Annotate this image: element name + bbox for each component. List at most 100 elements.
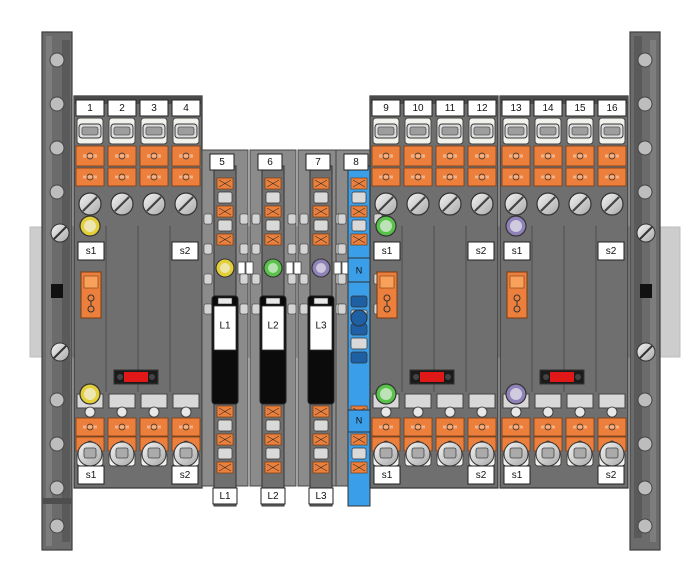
module-9-12-bottom-bracket-1 (404, 393, 432, 409)
module-1-4-bottom-bracket-1 (108, 393, 136, 409)
module-1-4-top-spring-b-1 (107, 167, 137, 187)
label-l3-bottom-box (308, 487, 334, 505)
label-n-top: N (356, 265, 363, 275)
module-13-16-label-s1-top: s1 (512, 246, 523, 257)
module-5-terminal-number-box (209, 153, 235, 171)
module-9-12-bottom-spring-a-0 (371, 417, 401, 437)
left-clamp-holes (49, 52, 65, 534)
module-9-12-label-s1-top: s1 (382, 246, 393, 257)
module-9-12-top-screw-2-icon (438, 192, 462, 216)
module-9-12-top-spring-a-0 (371, 145, 401, 167)
module-5-terminal-number: 5 (219, 157, 225, 168)
module-9-12-label-s2-bottom-box (467, 465, 495, 485)
module-6-terminal-number-box (257, 153, 283, 171)
module-9-12-terminal-number-11-box (435, 99, 465, 117)
module-13-16-top-spring-a-1 (533, 145, 563, 167)
module-13-16-terminal-number-15-box (565, 99, 595, 117)
module-13-16-bottom-bracket-1 (534, 393, 562, 409)
details-layer (75, 99, 627, 505)
module-13-16-top-spring-b-3 (597, 167, 627, 187)
module-9-12-top-spring-b-2 (435, 167, 465, 187)
module-13-16-top-screw-3-icon (600, 192, 624, 216)
module-1-4-top-spring-a-1 (107, 145, 137, 167)
module-9-12-top-spring-b-0 (371, 167, 401, 187)
module-1-4-label-s2-bottom: s2 (180, 470, 191, 481)
module-13-16-top-spring-b-0 (501, 167, 531, 187)
module-1-4-top-screw-0-icon (78, 192, 102, 216)
module-13-16-bottom-spring-a-3 (597, 417, 627, 437)
module-6-terminal-number: 6 (267, 157, 273, 168)
module-1-4-terminal-number-2-box (107, 99, 137, 117)
module-9-12-bottom-spring-a-3 (467, 417, 497, 437)
module-1-4-terminal-number-1: 1 (87, 103, 93, 114)
module-9-12-bottom-bracket-3 (468, 393, 496, 409)
module-1-4-label-s1-top-box (77, 241, 105, 261)
module-13-16-label-s2-top-box (597, 241, 625, 261)
module-1-4-top-spring-a-3 (171, 145, 201, 167)
module-1-4-label-s1-bottom-box (77, 465, 105, 485)
right-clamp-latch (640, 284, 652, 298)
module-1-4-bottom-spring-a-2 (139, 417, 169, 437)
module-13-16-label-s1-top-box (503, 241, 531, 261)
module-1-4-terminal-number-3: 3 (151, 103, 157, 114)
module-1-4-top-lever-3 (174, 123, 198, 139)
module-13-16-label-s2-bottom-box (597, 465, 625, 485)
module-13-16-terminal-number-14: 14 (542, 103, 554, 114)
module-1-4-terminal-number-3-box (139, 99, 169, 117)
module-1-4-label-s1-top: s1 (86, 246, 97, 257)
module-1-4-terminal-number-4: 4 (183, 103, 189, 114)
module-13-16-terminal-number-16: 16 (606, 103, 618, 114)
module-1-4-terminal-number-2: 2 (119, 103, 125, 114)
n-module-blue-icon (350, 309, 368, 327)
module-1-4-top-spring-b-3 (171, 167, 201, 187)
module-1-4-terminal-number-4-box (171, 99, 201, 117)
module-9-12-terminal-number-12-box (467, 99, 497, 117)
module-13-16-top-lever-0 (504, 123, 528, 139)
module-13-16-bottom-spring-a-1 (533, 417, 563, 437)
label-l2-top: L2 (267, 321, 279, 332)
module-13-16-terminal-number-16-box (597, 99, 627, 117)
module-9-12-label-s2-bottom: s2 (476, 470, 487, 481)
module-9-12-top-lever-1 (406, 123, 430, 139)
module-1-4-top-lever-1 (110, 123, 134, 139)
module-1-4-top-lever-0 (78, 123, 102, 139)
module-1-4-bottom-spring-a-3 (171, 417, 201, 437)
module-9-12-top-screw-3-icon (470, 192, 494, 216)
module-13-16-label-s1-bottom-box (503, 465, 531, 485)
module-7-terminal-number-box (305, 153, 331, 171)
module-9-12-label-s2-top-box (467, 241, 495, 261)
module-13-16-top-spring-a-3 (597, 145, 627, 167)
module-7-terminal-number: 7 (315, 157, 321, 168)
module-13-16-top-lever-2 (568, 123, 592, 139)
module-13-16-top-lever-1 (536, 123, 560, 139)
module-8-terminal-number: 8 (353, 157, 359, 168)
module-13-16-terminal-number-13-box (501, 99, 531, 117)
module-1-4-top-screw-2-icon (142, 192, 166, 216)
module-1-4-label-s2-bottom-box (171, 465, 199, 485)
module-1-4-bottom-spring-a-1 (107, 417, 137, 437)
module-13-16-terminal-number-15: 15 (574, 103, 586, 114)
module-9-12-top-spring-a-3 (467, 145, 497, 167)
left-clamp-latch (51, 284, 63, 298)
module-9-12-bottom-bracket-2 (436, 393, 464, 409)
module-9-12-top-spring-a-2 (435, 145, 465, 167)
module-9-12-label-s2-top: s2 (476, 246, 487, 257)
module-13-16-terminal-number-13: 13 (510, 103, 522, 114)
label-n-bottom: N (356, 415, 363, 425)
label-l2-bottom-box (260, 487, 286, 505)
module-1-4-terminal-number-1-box (75, 99, 105, 117)
module-9-12-terminal-number-10: 10 (412, 103, 424, 114)
module-1-4-bottom-bracket-2 (140, 393, 168, 409)
module-13-16-label-s1-bottom: s1 (512, 470, 523, 481)
module-9-12-top-lever-2 (438, 123, 462, 139)
module-13-16-bottom-bracket-2 (566, 393, 594, 409)
module-9-12-top-screw-0-icon (374, 192, 398, 216)
module-1-4-label-s2-top-box (171, 241, 199, 261)
module-13-16-top-spring-b-2 (565, 167, 595, 187)
module-1-4-top-screw-1-icon (110, 192, 134, 216)
label-l1-top: L1 (219, 321, 231, 332)
label-l3-bottom: L3 (315, 491, 327, 502)
module-9-12-top-screw-1-icon (406, 192, 430, 216)
